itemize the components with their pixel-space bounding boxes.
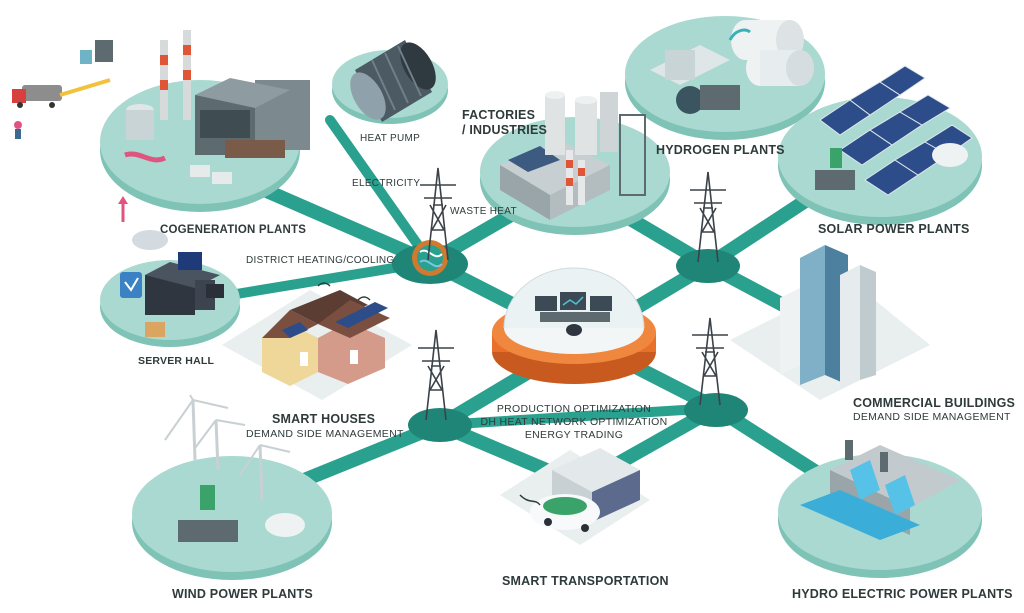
supply-truck-illustration — [12, 40, 113, 139]
platform-wind — [132, 456, 332, 580]
label-smart-houses-demand-side: DEMAND SIDE MANAGEMENT — [246, 428, 404, 440]
label-energy-trading: ENERGY TRADING — [524, 429, 624, 441]
label-factories: FACTORIES — [462, 108, 536, 122]
power-pylon-icon — [420, 167, 456, 261]
factory-illustration — [500, 91, 646, 220]
label-dh-heat-network-optimization: DH HEAT NETWORK OPTIMIZATION — [480, 416, 668, 428]
label-cogeneration-plants: COGENERATION PLANTS — [160, 224, 307, 236]
hydro-dam-illustration — [800, 440, 960, 540]
label-smart-transportation: SMART TRANSPORTATION — [502, 574, 669, 588]
power-pylon-icon — [692, 317, 728, 406]
power-pylon-icon — [418, 329, 454, 421]
label-industries: / INDUSTRIES — [462, 123, 548, 137]
wind-storage-illustration — [178, 485, 305, 542]
label-electricity: ELECTRICITY — [352, 178, 421, 189]
heat-pump-illustration — [350, 40, 436, 122]
label-heat-pump: HEAT PUMP — [360, 133, 421, 144]
label-waste-heat: WASTE HEAT — [450, 206, 517, 217]
hydrogen-plant-illustration — [650, 20, 814, 114]
solar-battery-illustration — [815, 143, 968, 190]
label-commercial-buildings: COMMERCIAL BUILDINGS — [853, 396, 1016, 410]
label-smart-houses: SMART HOUSES — [272, 412, 376, 426]
heat-exchange-gear-icon — [412, 240, 448, 276]
cogeneration-plant-illustration — [118, 30, 310, 222]
label-server-hall: SERVER HALL — [138, 355, 215, 367]
smart-houses-illustration — [262, 282, 390, 386]
junction-discs — [392, 244, 748, 442]
smart-transport-illustration — [519, 448, 640, 532]
label-wind-power-plants: WIND POWER PLANTS — [172, 587, 313, 601]
power-pylon-icon — [690, 171, 726, 263]
label-solar-power-plants: SOLAR POWER PLANTS — [818, 222, 970, 236]
label-hydro-electric-power-plants: HYDRO ELECTRIC POWER PLANTS — [792, 587, 1013, 601]
label-district-heating-cooling: DISTRICT HEATING/COOLING — [246, 255, 395, 266]
control-room-hub-icon — [492, 267, 656, 384]
wind-turbines-illustration — [164, 394, 291, 501]
label-commercial-demand-side: DEMAND SIDE MANAGEMENT — [853, 411, 1011, 423]
server-hall-illustration — [120, 230, 224, 337]
commercial-buildings-illustration — [780, 245, 876, 390]
label-hydrogen-plants: HYDROGEN PLANTS — [656, 143, 785, 157]
label-production-optimization: PRODUCTION OPTIMIZATION — [496, 403, 652, 415]
